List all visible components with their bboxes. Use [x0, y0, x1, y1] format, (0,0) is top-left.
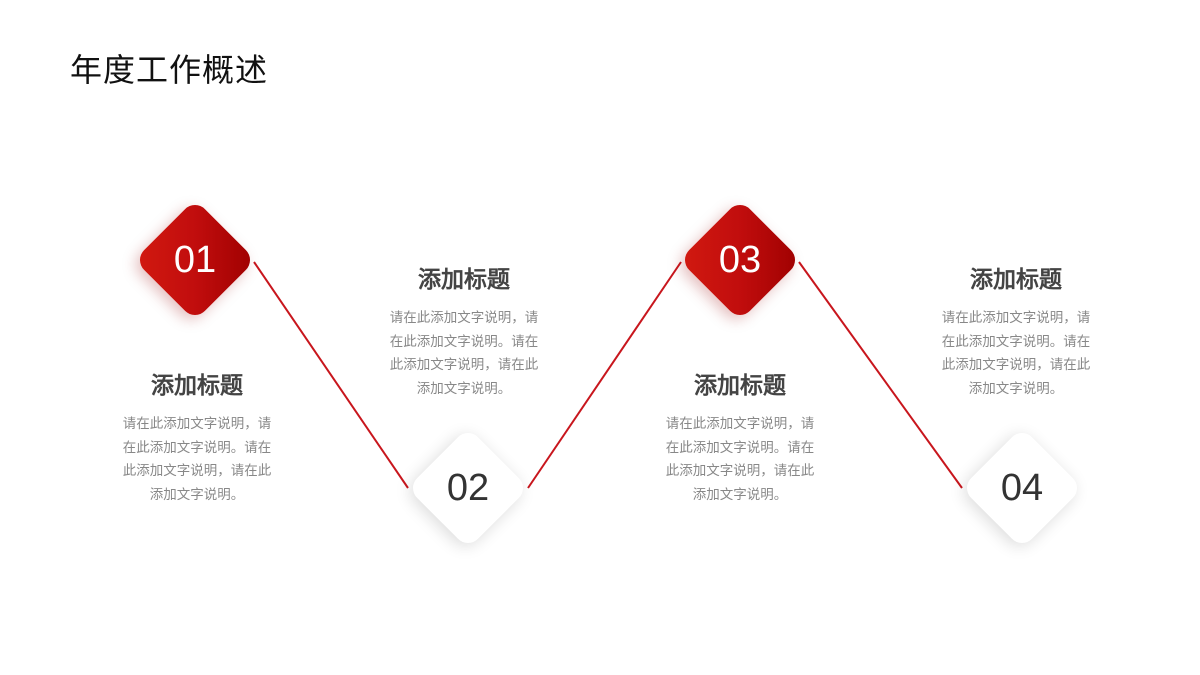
- desc-line: 添加文字说明。: [968, 380, 1064, 397]
- desc-line: 添加文字说明。: [149, 486, 245, 503]
- connector-line-3-4: [798, 261, 963, 489]
- step-04-text-block: 添加标题 请在此添加文字说明，请 在此添加文字说明。请在 此添加文字说明，请在此…: [931, 265, 1101, 401]
- desc-line: 在此添加文字说明。请在: [122, 439, 272, 456]
- step-04-diamond: 04: [961, 427, 1083, 549]
- step-description: 请在此添加文字说明，请 在此添加文字说明。请在 此添加文字说明，请在此 添加文字…: [655, 413, 825, 507]
- step-number: 03: [718, 239, 762, 281]
- step-title: 添加标题: [151, 373, 243, 399]
- step-01-diamond: 01: [134, 199, 256, 321]
- desc-line: 在此添加文字说明。请在: [941, 333, 1091, 350]
- step-03-text-block: 添加标题 请在此添加文字说明，请 在此添加文字说明。请在 此添加文字说明，请在此…: [655, 371, 825, 507]
- step-02-text-block: 添加标题 请在此添加文字说明，请 在此添加文字说明。请在 此添加文字说明，请在此…: [379, 265, 549, 401]
- desc-line: 此添加文字说明，请在此: [122, 463, 272, 479]
- step-number: 04: [1000, 467, 1044, 509]
- desc-line: 此添加文字说明，请在此: [941, 357, 1091, 373]
- connector-line-2-3: [527, 261, 682, 489]
- desc-line: 请在此添加文字说明，请: [941, 310, 1091, 326]
- step-title: 添加标题: [694, 373, 786, 399]
- step-title: 添加标题: [418, 267, 510, 293]
- step-number: 01: [173, 239, 217, 281]
- connector-line-1-2: [253, 261, 409, 489]
- desc-line: 添加文字说明。: [416, 380, 512, 397]
- step-number: 02: [446, 467, 490, 509]
- page-title: 年度工作概述: [70, 51, 269, 89]
- step-02-diamond: 02: [407, 427, 529, 549]
- desc-line: 请在此添加文字说明，请: [665, 416, 815, 432]
- step-description: 请在此添加文字说明，请 在此添加文字说明。请在 此添加文字说明，请在此 添加文字…: [379, 307, 549, 401]
- desc-line: 在此添加文字说明。请在: [665, 439, 815, 456]
- desc-line: 此添加文字说明，请在此: [389, 357, 539, 373]
- step-description: 请在此添加文字说明，请 在此添加文字说明。请在 此添加文字说明，请在此 添加文字…: [931, 307, 1101, 401]
- step-title: 添加标题: [970, 267, 1062, 293]
- desc-line: 添加文字说明。: [692, 486, 788, 503]
- step-03-diamond: 03: [679, 199, 801, 321]
- desc-line: 请在此添加文字说明，请: [389, 310, 539, 326]
- desc-line: 此添加文字说明，请在此: [665, 463, 815, 479]
- desc-line: 在此添加文字说明。请在: [389, 333, 539, 350]
- desc-line: 请在此添加文字说明，请: [122, 416, 272, 432]
- step-description: 请在此添加文字说明，请 在此添加文字说明。请在 此添加文字说明，请在此 添加文字…: [112, 413, 282, 507]
- step-01-text-block: 添加标题 请在此添加文字说明，请 在此添加文字说明。请在 此添加文字说明，请在此…: [112, 371, 282, 507]
